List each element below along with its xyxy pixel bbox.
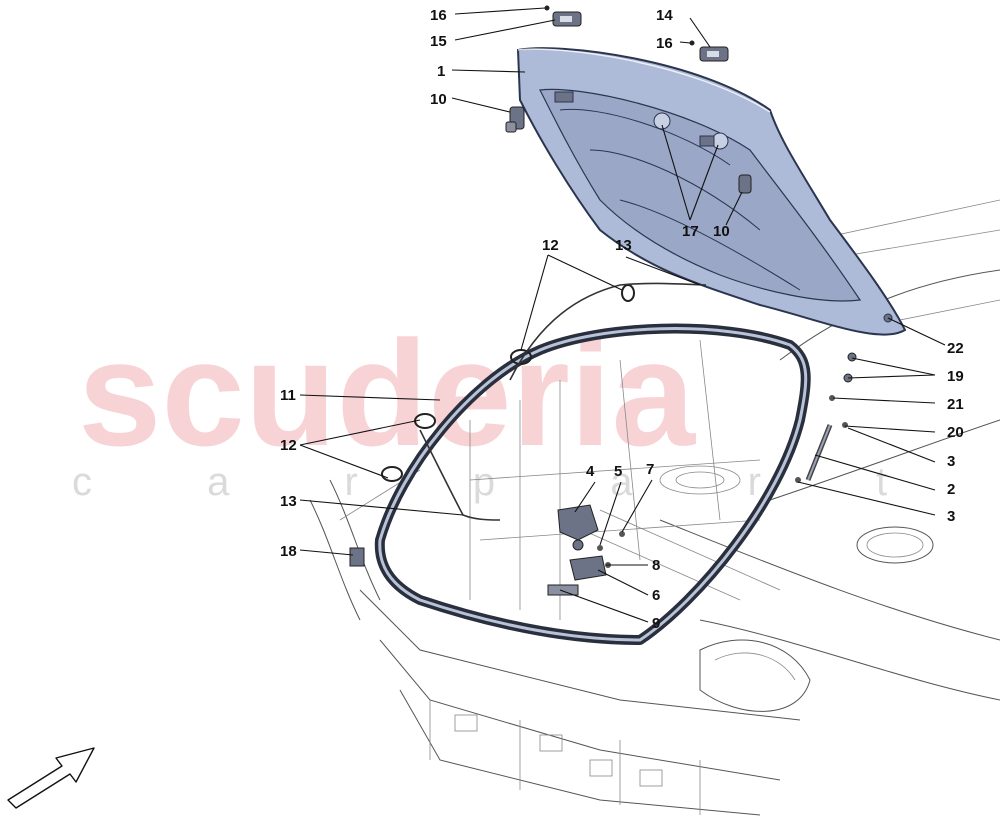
striker-part bbox=[569, 555, 607, 581]
callout-12-top: 12 bbox=[542, 237, 559, 254]
tail-light-outline bbox=[699, 639, 811, 712]
callout-20: 20 bbox=[947, 424, 964, 441]
callout-11: 11 bbox=[280, 387, 296, 404]
callout-16-top: 16 bbox=[430, 7, 447, 24]
callout-8: 8 bbox=[652, 557, 660, 574]
callout-4: 4 bbox=[586, 463, 595, 480]
callout-21: 21 bbox=[947, 396, 964, 413]
bumper-stop-right bbox=[738, 174, 752, 194]
callout-10-left: 10 bbox=[430, 91, 447, 108]
fuel-cap-outline bbox=[856, 526, 934, 564]
direction-arrow-icon bbox=[7, 747, 95, 809]
callout-7: 7 bbox=[646, 461, 654, 478]
small-parts bbox=[349, 5, 857, 596]
callout-labels: 16 15 1 10 14 16 17 10 12 13 11 12 13 18… bbox=[280, 7, 964, 632]
callout-9: 9 bbox=[652, 615, 660, 632]
callout-6: 6 bbox=[652, 587, 660, 604]
callout-2: 2 bbox=[947, 481, 955, 498]
leader-lines bbox=[299, 7, 946, 623]
callout-14: 14 bbox=[656, 7, 673, 24]
callout-12-left: 12 bbox=[280, 437, 297, 454]
callout-5: 5 bbox=[614, 463, 622, 480]
car-body-outline bbox=[309, 199, 1000, 816]
callout-3-upper: 3 bbox=[947, 453, 955, 470]
bracket-part bbox=[547, 584, 579, 596]
callout-22: 22 bbox=[947, 340, 964, 357]
callout-16-right: 16 bbox=[656, 35, 673, 52]
part-18 bbox=[349, 547, 365, 567]
callout-3-lower: 3 bbox=[947, 508, 955, 525]
callout-13-left: 13 bbox=[280, 493, 297, 510]
watermark-sub: c a r p a r t s bbox=[72, 460, 1000, 504]
callout-19: 19 bbox=[947, 368, 964, 385]
callout-17: 17 bbox=[682, 223, 699, 240]
callout-15: 15 bbox=[430, 33, 447, 50]
callout-13-top: 13 bbox=[615, 237, 632, 254]
callout-10-right: 10 bbox=[713, 223, 730, 240]
latch-part bbox=[557, 504, 599, 541]
callout-1: 1 bbox=[437, 63, 445, 80]
callout-18: 18 bbox=[280, 543, 297, 560]
trunk-lid bbox=[516, 47, 907, 336]
